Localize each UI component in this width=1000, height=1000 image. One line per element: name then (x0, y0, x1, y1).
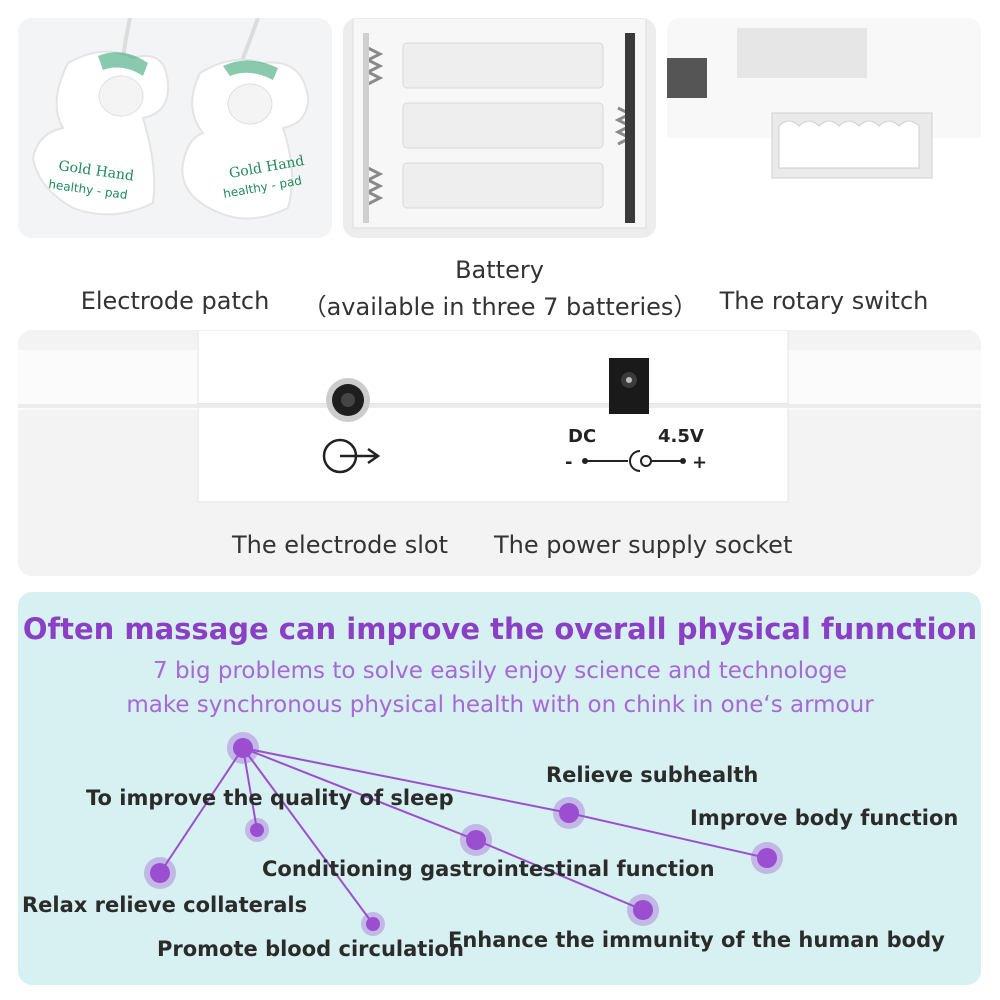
node-collaterals (144, 857, 176, 889)
feature-subhealth: Relieve subhealth (546, 763, 759, 787)
power-socket (609, 358, 649, 414)
socket-dc-label: DC (568, 426, 596, 447)
benefits-subtitle-1: 7 big problems to solve easily enjoy sci… (153, 658, 847, 684)
svg-text:-: - (565, 452, 572, 473)
caption-power-socket: The power supply socket (494, 531, 793, 559)
caption-battery-line2: （available in three 7 batteries） (302, 293, 698, 321)
benefits-subtitle-2: make synchronous physical health with on… (126, 692, 874, 718)
battery-compartment-illustration (352, 18, 647, 229)
feature-sleep: To improve the quality of sleep (86, 786, 454, 810)
feature-body-function: Improve body function (690, 806, 959, 830)
node-sleep (245, 818, 269, 842)
rotary-switch-photo (667, 18, 981, 238)
node-blood (361, 912, 385, 936)
device-side-photo: DC 4.5V - + (18, 330, 981, 576)
rotary-switch-illustration (667, 18, 981, 238)
electrode-pad-right: Gold Hand healthy - pad (181, 58, 310, 220)
caption-electrode-slot: The electrode slot (232, 531, 448, 559)
node-immunity (627, 894, 659, 926)
polarity-icon: - + (565, 450, 707, 473)
electrode-pad-left: Gold Hand healthy - pad (31, 50, 170, 216)
benefits-panel (18, 592, 981, 985)
socket-voltage-label: 4.5V (658, 426, 704, 447)
electrode-patch-photo: Gold Hand healthy - pad Gold Hand health… (18, 18, 332, 238)
svg-text:+: + (692, 452, 707, 473)
node-gastro (460, 824, 492, 856)
feature-blood-circulation: Promote blood circulation (157, 937, 464, 961)
caption-electrode-patch: Electrode patch (80, 287, 270, 315)
battery-compartment-photo (343, 18, 656, 238)
electrode-pads-illustration: Gold Hand healthy - pad Gold Hand health… (31, 18, 310, 220)
feature-collaterals: Relax relieve collaterals (22, 893, 308, 917)
output-arrow-icon (322, 438, 381, 474)
benefits-title: Often massage can improve the overall ph… (22, 612, 978, 646)
feature-gastrointestinal: Conditioning gastrointestinal function (262, 857, 715, 881)
feature-immunity: Enhance the immunity of the human body (448, 928, 945, 952)
device-side-illustration: DC 4.5V - + (18, 330, 981, 576)
electrode-jack (326, 378, 370, 422)
node-body-function (751, 842, 783, 874)
node-subhealth (553, 797, 585, 829)
caption-battery-line1: Battery (455, 256, 544, 284)
caption-rotary-switch: The rotary switch (719, 287, 929, 315)
node-hub (227, 732, 259, 764)
